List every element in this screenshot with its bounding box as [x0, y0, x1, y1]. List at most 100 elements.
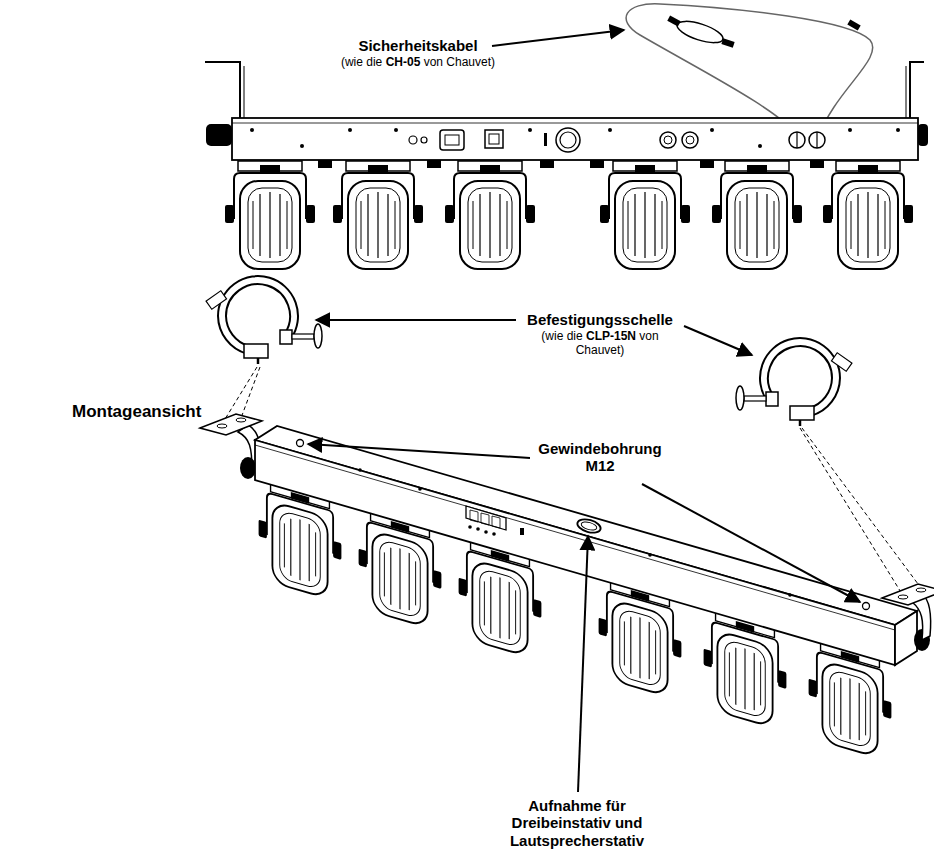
display-digit	[470, 510, 500, 528]
text-run: (wie	[541, 329, 566, 343]
bar-screw-part	[848, 128, 852, 132]
text-run: CH-05	[386, 55, 424, 69]
view-title: Montageansicht	[72, 402, 204, 422]
lamp-head	[225, 161, 315, 269]
bracket-plate	[882, 584, 934, 605]
lamp-head	[712, 161, 802, 269]
display	[466, 506, 506, 530]
lamp-head	[823, 161, 913, 269]
rear-panel-part	[682, 132, 698, 148]
hanging-bracket	[205, 62, 240, 118]
bar-foot-part	[590, 160, 604, 168]
bar-screw-part	[528, 128, 532, 132]
bar-foot-part	[700, 160, 714, 168]
text-run: Montageansicht	[72, 402, 201, 421]
clamp-guide-line-part	[802, 428, 921, 588]
text-run: CLP-15N	[586, 329, 639, 343]
bar-foot-part	[318, 160, 332, 168]
control-button-part	[476, 527, 480, 531]
text-run: die	[366, 55, 385, 69]
hanging-bracket	[244, 66, 245, 118]
leader-arrow-part	[642, 484, 860, 602]
bar-screw-part	[300, 144, 304, 148]
text-run: Dreibeinstativ	[512, 814, 615, 831]
bar-screw-part	[608, 128, 612, 132]
text-run: Befestigungsschelle	[527, 311, 673, 328]
bar-screw-part	[348, 128, 352, 132]
control-button	[468, 525, 524, 536]
bar-screw-part	[418, 487, 422, 491]
lamp-head	[333, 161, 423, 269]
rear-panel-part	[560, 132, 576, 148]
rear-panel-part	[796, 132, 797, 148]
light-bar-end	[895, 611, 917, 665]
cable-ferrule	[675, 17, 726, 47]
rear-panel-part	[809, 132, 825, 148]
control-button-part	[492, 532, 496, 536]
hanging-bracket	[906, 66, 907, 118]
text-run: für	[606, 797, 626, 814]
stand-socket	[576, 517, 602, 535]
bar-screw-part	[250, 128, 254, 132]
end-knob	[206, 124, 232, 146]
rear-panel-part	[789, 132, 805, 148]
hanging-bracket	[910, 62, 924, 118]
text-run: Gewindebohrung	[538, 440, 661, 457]
stand-socket	[580, 520, 597, 531]
rear-panel-part	[816, 132, 817, 148]
text-run: Chauvet)	[446, 55, 495, 69]
rear-panel-part	[421, 137, 427, 143]
bar-foot-part	[810, 160, 824, 168]
display-digit-part	[481, 513, 489, 525]
lamp-head	[600, 161, 690, 269]
control-button-part	[520, 528, 524, 535]
bracket-slot	[217, 424, 227, 428]
lamp-head	[445, 161, 535, 269]
rear-panel-part	[485, 130, 503, 148]
rear-panel-part	[440, 130, 464, 150]
text-run: und	[615, 814, 643, 831]
part-label: Sicherheitskabel	[308, 37, 528, 54]
light-bar-front	[255, 440, 895, 665]
leader-arrow-part	[308, 444, 530, 458]
bar-screw	[358, 468, 792, 597]
clamp-guide-line-part	[800, 428, 902, 594]
bracket-slot	[236, 418, 246, 422]
text-run: die	[567, 329, 586, 343]
cable-sleeve	[721, 38, 734, 47]
bar-screw-part	[788, 593, 792, 597]
text-run: von	[639, 329, 658, 343]
bracket-slot	[898, 595, 908, 599]
end-knob	[240, 457, 256, 479]
bar-screw-part	[896, 128, 900, 132]
rear-panel-part	[686, 136, 694, 144]
threaded-hole	[863, 603, 870, 610]
rear-panel-part	[664, 136, 672, 144]
text-run: von	[424, 55, 447, 69]
bar-screw-part	[758, 144, 762, 148]
part-label: Befestigungsschelle	[505, 311, 695, 328]
text-run: M12	[585, 457, 614, 474]
text-run: Lautsprecherstativ	[510, 832, 644, 849]
leader-arrow	[308, 30, 860, 792]
rear-panel-part	[489, 134, 499, 144]
text-run: Chauvet)	[576, 343, 625, 357]
bar-screw-part	[358, 468, 362, 472]
light-bar	[232, 118, 918, 160]
threaded-hole	[297, 440, 304, 447]
leader-arrow-part	[578, 536, 588, 792]
rear-panel-part	[544, 133, 547, 146]
rear-panel-part	[660, 132, 676, 148]
leader-arrow-part	[492, 30, 624, 46]
clamp-guide-line-part	[241, 367, 260, 418]
rear-panel-part	[445, 135, 459, 145]
rear-panel-part	[556, 128, 580, 152]
control-button-part	[468, 525, 472, 529]
leader-arrow-part	[316, 319, 516, 321]
end-knob	[918, 124, 928, 146]
bar-foot-part	[540, 160, 554, 168]
cable-sleeve	[847, 19, 860, 30]
light-bar-edge	[232, 123, 918, 124]
